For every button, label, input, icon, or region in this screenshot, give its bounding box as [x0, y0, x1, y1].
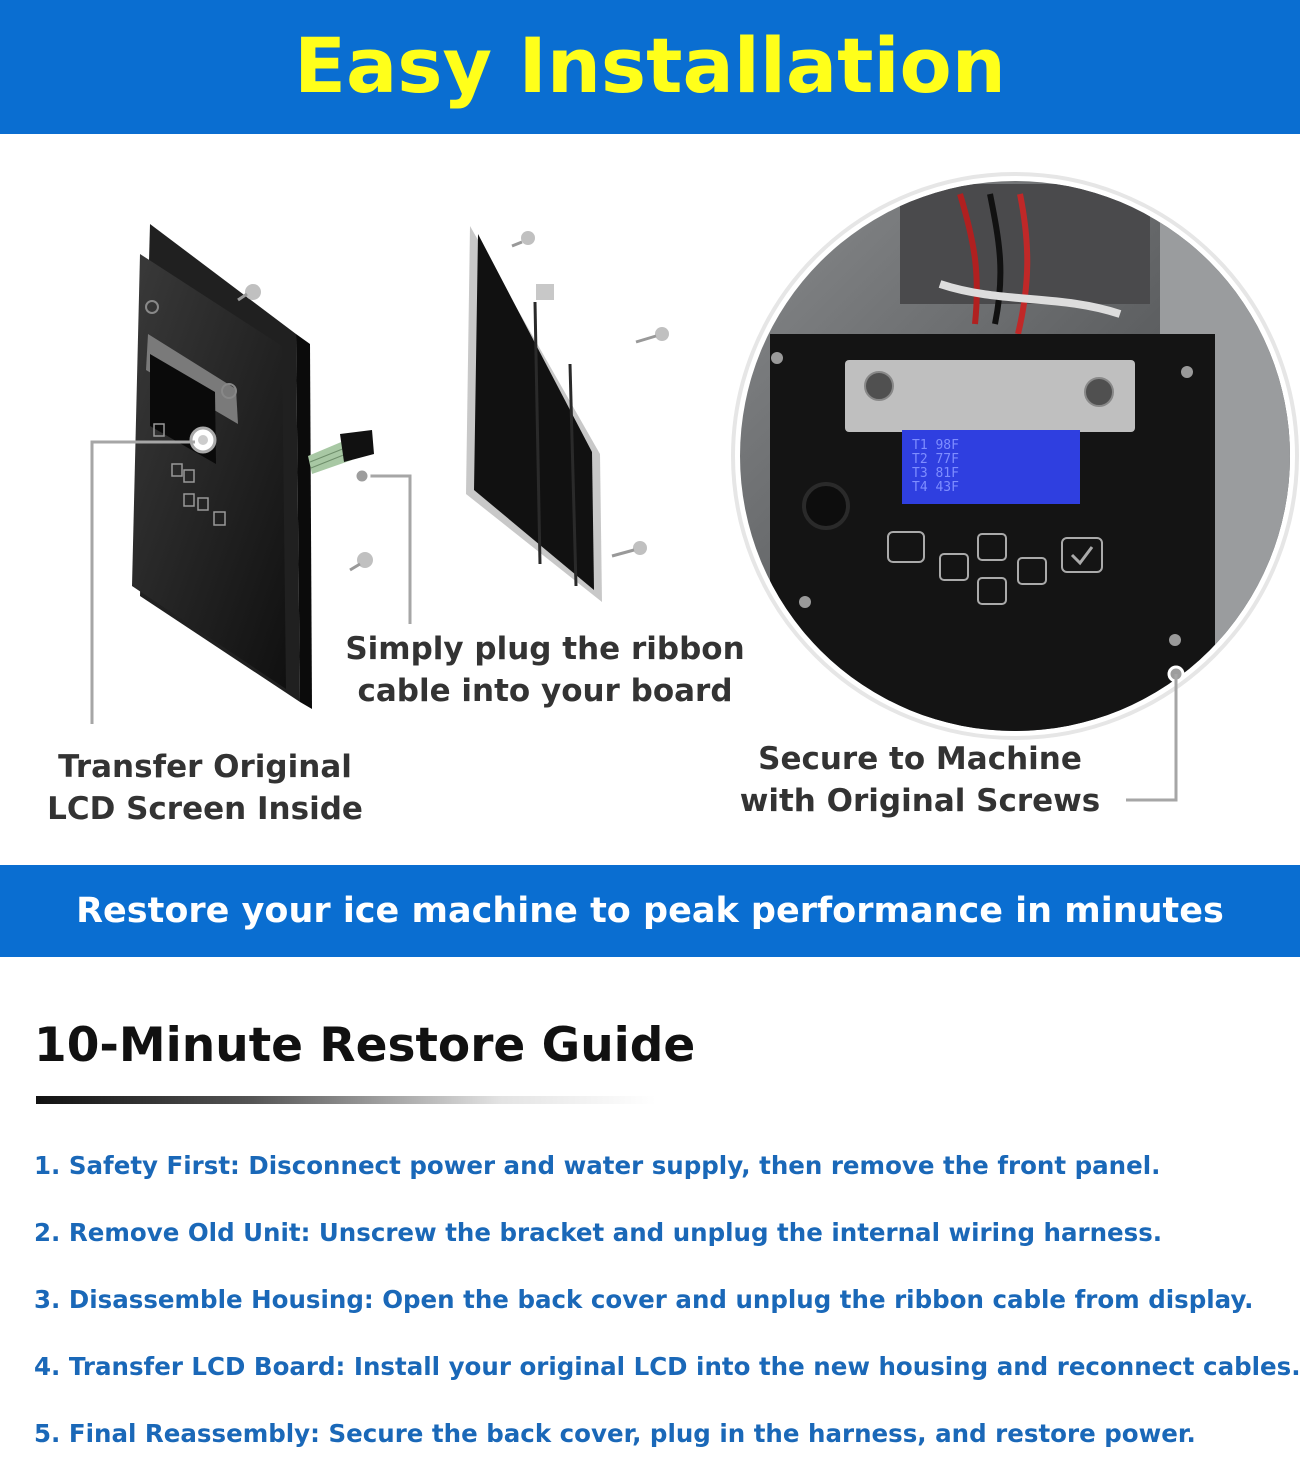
list-item: 1. Safety First: Disconnect power and wa… — [34, 1151, 1161, 1180]
screw-icon — [237, 284, 261, 302]
caption-line: LCD Screen Inside — [47, 791, 363, 827]
back-cover — [466, 226, 669, 602]
restore-steps-list: 1. Safety First: Disconnect power and wa… — [34, 1140, 1300, 1475]
screw-icon — [635, 327, 669, 344]
list-item: 4. Transfer LCD Board: Install your orig… — [34, 1352, 1300, 1381]
caption-transfer-lcd: Transfer Original LCD Screen Inside — [30, 746, 380, 830]
header-banner: Easy Installation — [0, 0, 1300, 134]
performance-banner: Restore your ice machine to peak perform… — [0, 865, 1300, 957]
caption-plug-ribbon: Simply plug the ribbon cable into your b… — [330, 628, 760, 712]
front-display-unit — [132, 224, 374, 709]
list-item: 2. Remove Old Unit: Unscrew the bracket … — [34, 1218, 1163, 1247]
caption-line: with Original Screws — [739, 783, 1101, 819]
screw-icon — [349, 552, 373, 572]
caption-line: Secure to Machine — [758, 741, 1082, 777]
caption-line: Simply plug the ribbon — [345, 631, 745, 667]
guide-title: 10-Minute Restore Guide — [34, 1018, 696, 1073]
caption-line: cable into your board — [357, 673, 733, 709]
caption-line: Transfer Original — [58, 749, 352, 785]
guide-title-underline — [36, 1096, 656, 1104]
banner-text: Restore your ice machine to peak perform… — [76, 891, 1224, 931]
page-title: Easy Installation — [294, 21, 1006, 110]
screw-icon — [611, 541, 647, 558]
list-item: 3. Disassemble Housing: Open the back co… — [34, 1285, 1254, 1314]
caption-secure-screws: Secure to Machine with Original Screws — [720, 738, 1120, 822]
list-item: 5. Final Reassembly: Secure the back cov… — [34, 1419, 1196, 1448]
screw-icon — [511, 231, 535, 248]
callout-lines — [90, 440, 1178, 802]
